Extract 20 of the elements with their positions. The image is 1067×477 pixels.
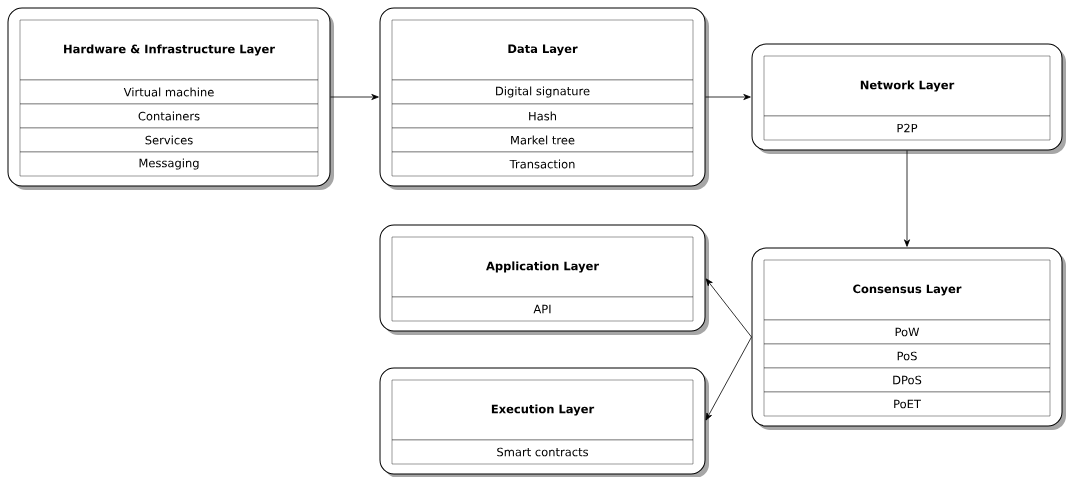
table-row: Digital signature [391,79,694,105]
table-row: Containers [19,103,319,129]
arrow [330,94,379,100]
table-row: Services [19,127,319,153]
table-row: PoS [763,343,1051,369]
table-row: Messaging [19,151,319,177]
table-row: Markel tree [391,127,694,153]
table-row: PoET [763,391,1051,417]
table-row: PoW [763,319,1051,345]
table-row: API [391,296,694,322]
table-row: DPoS [763,367,1051,393]
arrow [705,278,752,338]
table-row: Transaction [391,151,694,177]
arrow [705,94,751,100]
table-row: Smart contracts [391,439,694,465]
table-row: Virtual machine [19,79,319,105]
table-row: Hash [391,103,694,129]
arrow [705,336,752,421]
table-row: P2P [763,115,1051,141]
arrow [904,150,910,247]
